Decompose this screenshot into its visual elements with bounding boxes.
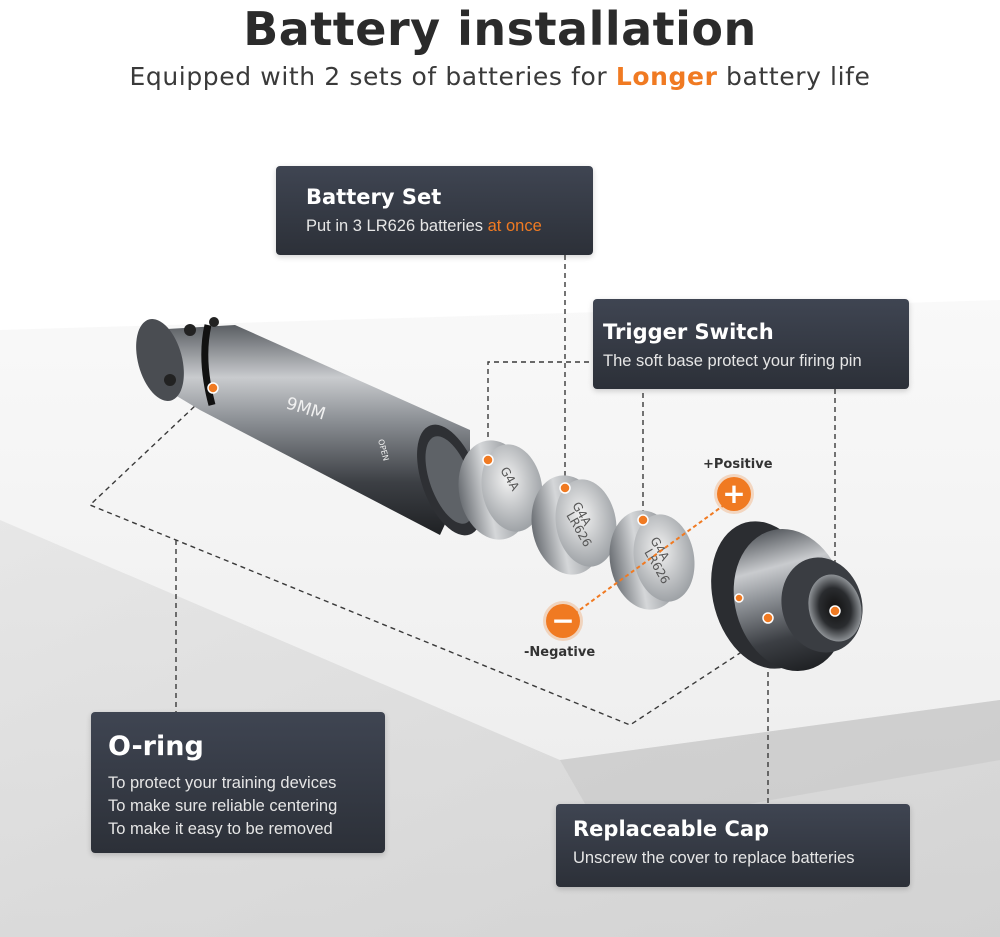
trigger-switch-marker (829, 605, 841, 617)
minus-icon: − (546, 604, 580, 638)
callout-text: Put in 3 LR626 batteries at once (306, 215, 563, 238)
page-title: Battery installation (243, 2, 757, 56)
callout-line: To protect your training devices (108, 773, 337, 792)
callout-line: To make it easy to be removed (108, 819, 333, 838)
subtitle-accent: Longer (615, 62, 718, 91)
plus-icon: + (717, 477, 751, 511)
subtitle-text: Equipped with 2 sets of batteries for (129, 62, 616, 91)
callout-text-accent: at once (487, 217, 542, 236)
o-ring-marker (207, 382, 219, 394)
callout-text: The soft base protect your firing pin (603, 352, 862, 371)
callout-title: Replaceable Cap (573, 817, 770, 841)
callout-title: Battery Set (306, 185, 442, 209)
callout-replaceable-cap: Replaceable Cap Unscrew the cover to rep… (556, 804, 910, 887)
callout-line: To make sure reliable centering (108, 796, 338, 815)
callout-trigger-switch: Trigger Switch The soft base protect you… (593, 299, 909, 389)
callout-text: Unscrew the cover to replace batteries (573, 849, 855, 868)
positive-label: +Positive (703, 457, 773, 472)
cap-marker (762, 612, 774, 624)
callout-title: Trigger Switch (603, 320, 774, 344)
battery-cell-3: G4A LR626 (609, 510, 695, 610)
negative-label: -Negative (524, 645, 596, 660)
callout-o-ring: O-ring To protect your training devices … (91, 712, 385, 853)
page-subtitle: Equipped with 2 sets of batteries for Lo… (0, 62, 1000, 91)
bore-sight-barrel: 9MM OPEN (136, 317, 483, 536)
replaceable-cap (711, 521, 863, 671)
battery-cells: G4A G4A LR626 G4A LR626 (458, 440, 695, 610)
callout-title: O-ring (108, 731, 204, 762)
callout-text-main: Put in 3 LR626 batteries (306, 217, 488, 236)
battery-cell-2: G4A LR626 (531, 475, 617, 575)
battery-cell-1: G4A (458, 440, 543, 540)
callout-battery-set: Battery Set Put in 3 LR626 batteries at … (276, 166, 593, 255)
subtitle-text-end: battery life (717, 62, 871, 91)
